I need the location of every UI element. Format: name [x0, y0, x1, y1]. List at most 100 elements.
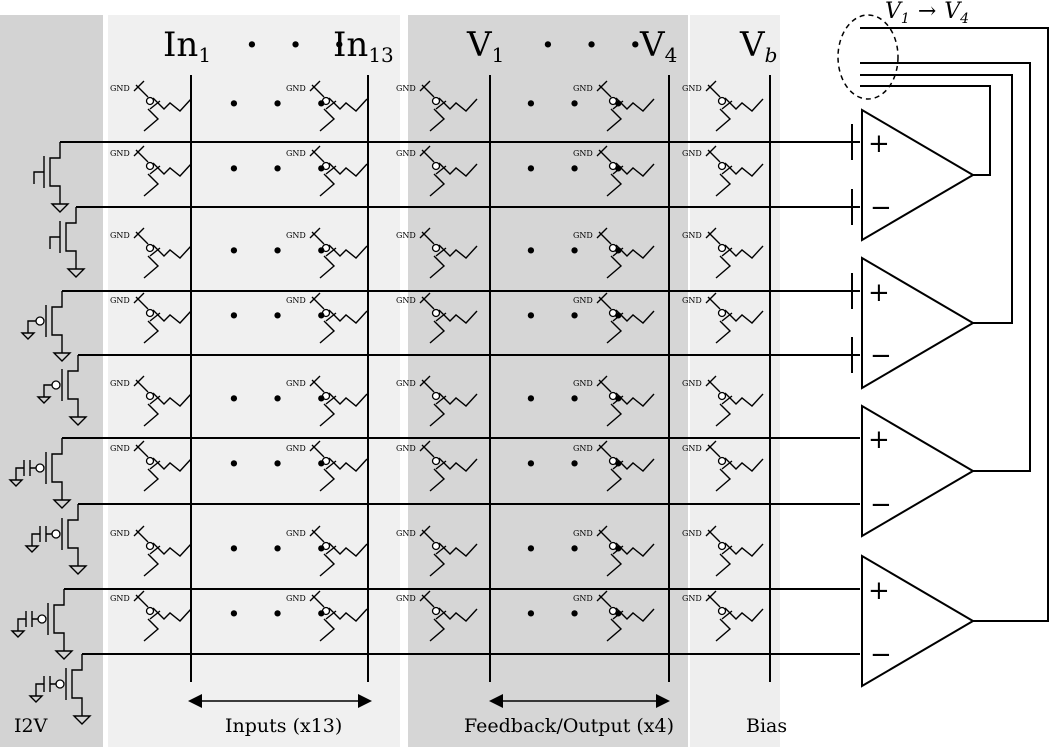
cell-zigzag	[328, 392, 368, 407]
cell-zigzag	[152, 162, 192, 177]
i2v-channel	[65, 207, 77, 269]
cell-channel	[143, 395, 161, 427]
cell-channel	[715, 610, 733, 642]
cell-zigzag	[724, 457, 764, 472]
row-ellipsis: · · ·	[525, 149, 634, 189]
cell-bubble	[431, 541, 441, 551]
cell-zigzag	[328, 457, 368, 472]
cell-zigzag	[328, 97, 368, 112]
cell-channel	[715, 460, 733, 492]
cell-gnd-label: GND	[396, 529, 416, 538]
cell-gate-cross	[419, 590, 435, 608]
row-ellipsis: · · ·	[228, 149, 337, 189]
cell-bubble	[608, 96, 618, 106]
cell-zigzag	[328, 309, 368, 324]
feedback-callout-label: V1→V4	[885, 0, 969, 27]
cell-zigzag	[438, 542, 478, 557]
cell-channel	[606, 165, 624, 197]
op-amp-body	[861, 404, 975, 538]
row-ellipsis: · · ·	[525, 231, 634, 271]
cell-zigzag	[724, 392, 764, 407]
crossbar-cell: GND	[286, 145, 368, 197]
op-amp-minus-sign: −	[870, 490, 892, 520]
inputs-span-arrow	[188, 694, 372, 708]
cell-zigzag	[615, 392, 655, 407]
cell-channel	[606, 545, 624, 577]
header-in1: In1	[163, 25, 211, 67]
cell-channel	[429, 247, 447, 279]
row-ellipsis: · · ·	[228, 594, 337, 634]
cell-zigzag	[615, 244, 655, 259]
cell-bubble	[145, 161, 155, 171]
i2v-transistor	[20, 291, 72, 362]
cell-channel	[429, 395, 447, 427]
cell-channel	[143, 165, 161, 197]
cell-bubble	[431, 96, 441, 106]
cell-gnd-label: GND	[110, 296, 130, 305]
cell-gnd-label: GND	[682, 296, 702, 305]
cell-gnd-label: GND	[286, 231, 306, 240]
cell-bubble	[145, 391, 155, 401]
cell-channel	[606, 460, 624, 492]
cell-gnd-label: GND	[110, 84, 130, 93]
cell-channel	[143, 100, 161, 132]
op-amp-minus-sign: −	[870, 193, 892, 223]
i2v-bubble	[35, 316, 45, 326]
cell-bubble	[145, 541, 155, 551]
i2v-transistor	[36, 355, 88, 426]
crossbar-cell: GND	[573, 145, 655, 197]
i2v-bubble	[55, 679, 65, 689]
cell-bubble	[321, 391, 331, 401]
cell-bubble	[608, 161, 618, 171]
cell-gate-cross	[596, 145, 612, 163]
cell-channel	[606, 610, 624, 642]
crossbar-cell: GND	[110, 440, 192, 492]
crossbar-cell: GND	[396, 227, 478, 279]
i2v-gate-cap	[10, 611, 38, 638]
cell-zigzag	[438, 457, 478, 472]
crossbar-cell: GND	[682, 80, 764, 132]
crossbar-cell: GND	[573, 440, 655, 492]
op-amp-plus-sign: +	[868, 129, 890, 159]
cell-channel	[319, 100, 337, 132]
cell-gnd-label: GND	[573, 594, 593, 603]
cell-gate-cross	[596, 227, 612, 245]
cell-zigzag	[438, 97, 478, 112]
cell-gate-cross	[133, 80, 149, 98]
crossbar-cell: GND	[682, 227, 764, 279]
cell-bubble	[321, 541, 331, 551]
cell-bubble	[321, 308, 331, 318]
cell-gnd-label: GND	[573, 296, 593, 305]
i2v-channel	[53, 589, 65, 651]
op-amp-plus-sign: +	[868, 278, 890, 308]
cell-channel	[606, 395, 624, 427]
crossbar-cell: GND	[682, 525, 764, 577]
crossbar-cell: GND	[110, 525, 192, 577]
cell-gate-cross	[419, 227, 435, 245]
cell-zigzag	[724, 309, 764, 324]
cell-gate-cross	[133, 227, 149, 245]
cell-gate-cross	[309, 590, 325, 608]
cell-gnd-label: GND	[573, 379, 593, 388]
cell-bubble	[431, 456, 441, 466]
cell-bubble	[717, 96, 727, 106]
cell-bubble	[717, 161, 727, 171]
feedback-panel	[408, 15, 688, 747]
i2v-channel	[67, 355, 79, 417]
cell-bubble	[608, 456, 618, 466]
i2v-panel	[0, 15, 103, 747]
i2v-transistor	[33, 142, 70, 213]
cell-gnd-label: GND	[682, 594, 702, 603]
cell-gate-cross	[705, 145, 721, 163]
cell-bubble	[608, 308, 618, 318]
i2v-gate-wire	[49, 236, 60, 249]
cell-bubble	[717, 391, 727, 401]
cell-gnd-label: GND	[286, 296, 306, 305]
cell-gate-cross	[309, 227, 325, 245]
cell-channel	[715, 247, 733, 279]
cell-zigzag	[615, 309, 655, 324]
cell-gnd-label: GND	[396, 296, 416, 305]
cell-gnd-label: GND	[286, 84, 306, 93]
cell-bubble	[145, 308, 155, 318]
